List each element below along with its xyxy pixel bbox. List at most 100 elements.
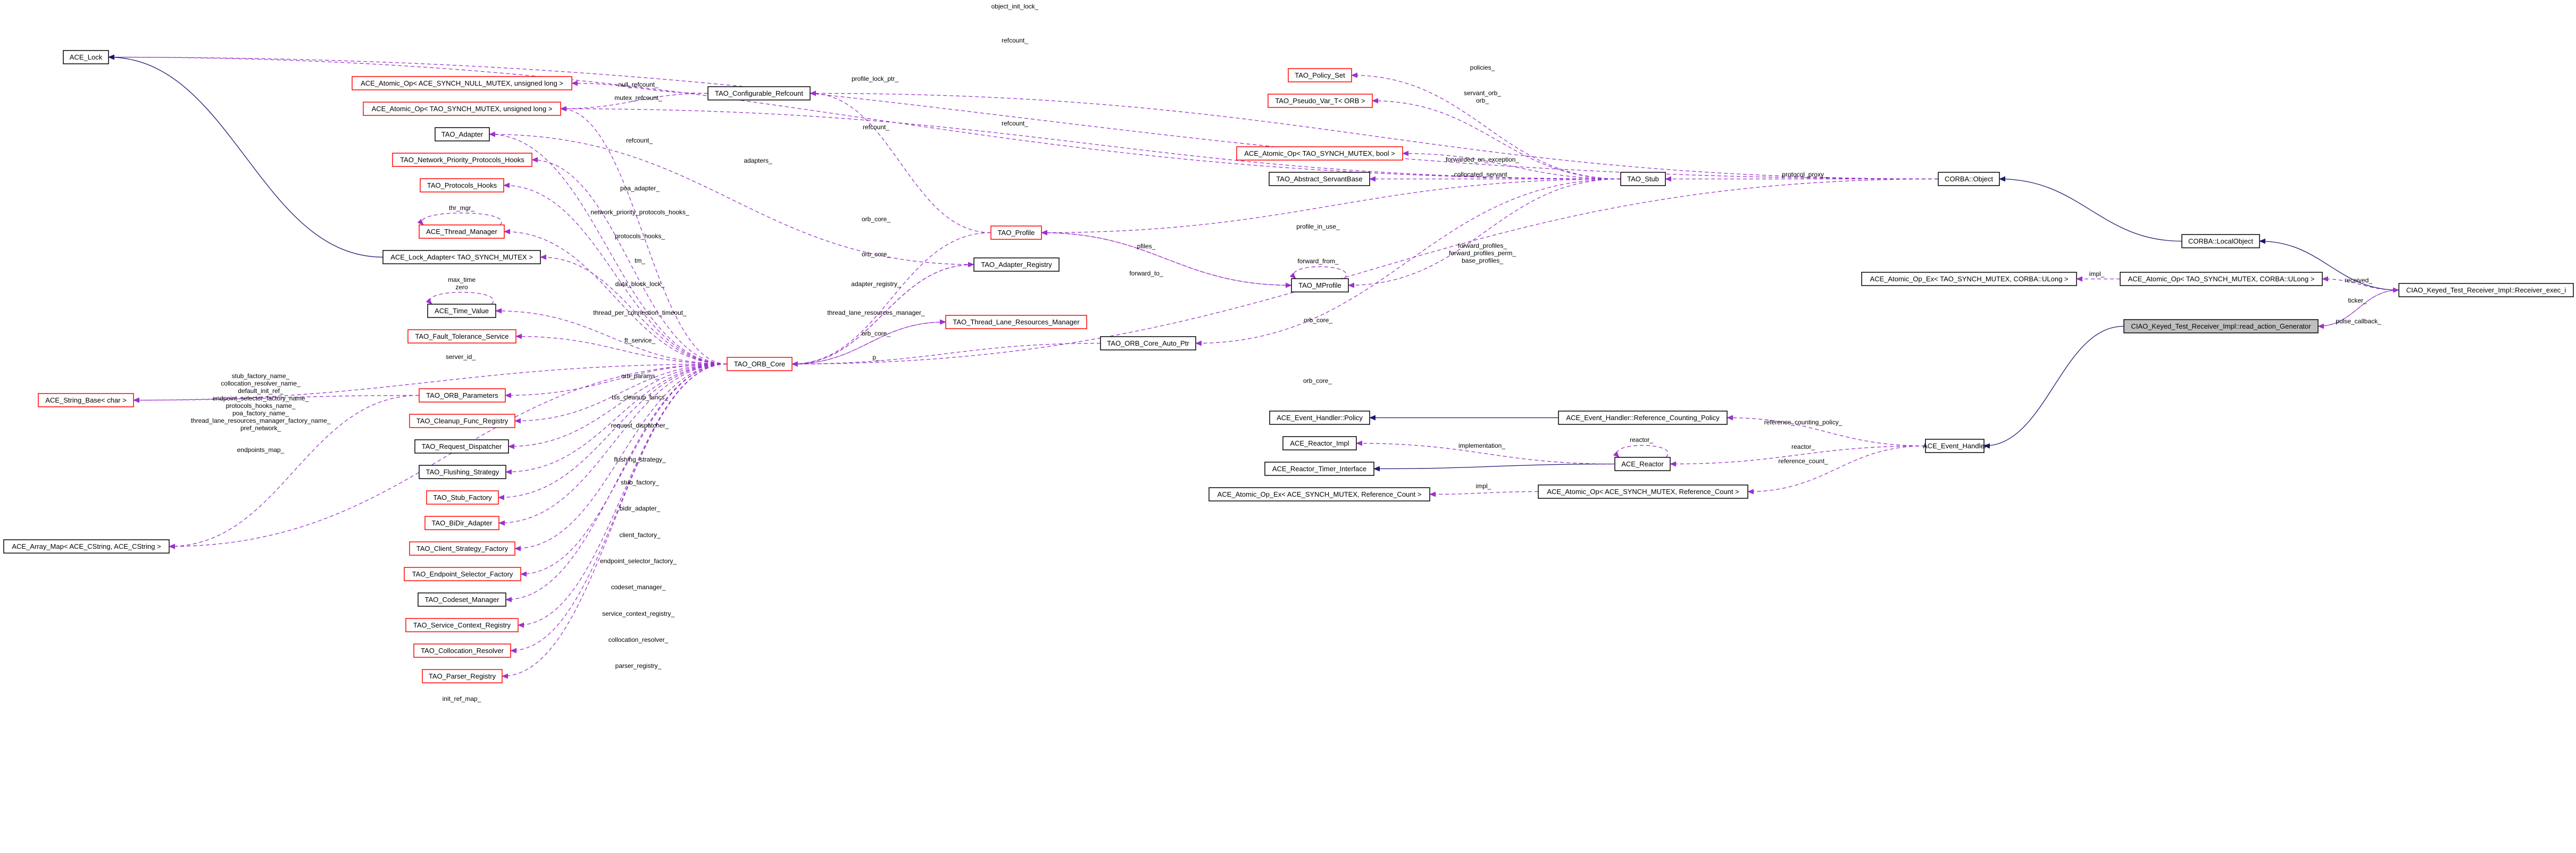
edge-label: poa_adapter_ [620, 185, 660, 192]
class-node-label: CORBA::Object [1945, 175, 1993, 183]
class-node[interactable]: ACE_Atomic_Op< ACE_SYNCH_NULL_MUTEX, uns… [352, 76, 572, 90]
class-node[interactable]: ACE_Event_Handler [1923, 439, 1987, 453]
member-edge [560, 106, 728, 365]
class-node[interactable]: TAO_Profile [990, 225, 1042, 240]
class-node[interactable]: ACE_Atomic_Op< ACE_SYNCH_MUTEX, Referenc… [1538, 484, 1748, 499]
class-node-label: TAO_Request_Dispatcher [422, 442, 502, 450]
class-node[interactable]: TAO_ORB_Core_Auto_Ptr [1100, 336, 1196, 350]
class-node[interactable]: ACE_String_Base< char > [38, 393, 134, 407]
class-node[interactable]: TAO_Service_Context_Registry [405, 618, 519, 632]
edge-label: impl_ [1476, 482, 1491, 490]
class-node-label: TAO_Endpoint_Selector_Factory [412, 570, 513, 578]
class-node[interactable]: ACE_Atomic_Op_Ex< ACE_SYNCH_MUTEX, Refer… [1208, 487, 1430, 501]
class-node[interactable]: TAO_Thread_Lane_Resources_Manager [945, 315, 1087, 329]
member-edge [503, 182, 728, 365]
class-node[interactable]: TAO_Flushing_Strategy [419, 465, 506, 479]
member-edge [515, 333, 728, 365]
member-edge [791, 319, 946, 365]
class-node-box [1558, 411, 1728, 425]
edge-label: network_priority_protocols_hooks_ [590, 208, 689, 216]
class-node[interactable]: TAO_Pseudo_Var_T< ORB > [1268, 94, 1373, 108]
member-edge [1356, 440, 1615, 465]
class-node[interactable]: CIAO_Keyed_Test_Receiver_Impl::Receiver_… [2398, 283, 2574, 297]
class-node-label: TAO_Protocols_Hooks [427, 181, 497, 189]
class-node-label: TAO_Stub [1627, 175, 1659, 183]
class-node[interactable]: TAO_BiDir_Adapter [424, 516, 499, 530]
edge-label: protocol_proxy_ [1782, 171, 1828, 178]
member-edge [514, 363, 728, 424]
class-node[interactable]: TAO_Stub [1620, 172, 1666, 186]
class-node[interactable]: ACE_Atomic_Op< TAO_SYNCH_MUTEX, bool > [1236, 146, 1403, 161]
class-node-box [707, 86, 811, 101]
class-node[interactable]: TAO_Fault_Tolerance_Service [407, 329, 516, 344]
class-node[interactable]: ACE_Array_Map< ACE_CString, ACE_CString … [3, 539, 170, 554]
class-node[interactable]: TAO_Request_Dispatcher [414, 439, 509, 454]
member-edge [571, 80, 708, 94]
class-node[interactable]: TAO_Adapter [435, 127, 490, 141]
class-node[interactable]: TAO_ORB_Core [727, 357, 793, 371]
class-node[interactable]: TAO_Adapter_Registry [973, 257, 1060, 272]
class-node[interactable]: ACE_Lock [63, 50, 109, 64]
edge-label: orb_core_ [862, 215, 890, 223]
class-node-box [409, 541, 515, 556]
edge-label: adapters_ [744, 157, 772, 164]
class-node-label: ACE_Event_Handler::Reference_Counting_Po… [1566, 414, 1720, 422]
class-node[interactable]: ACE_Time_Value [427, 304, 496, 318]
class-node[interactable]: TAO_Stub_Factory [426, 490, 499, 505]
class-node-box [392, 153, 532, 167]
class-node-box [420, 178, 504, 193]
class-node[interactable]: ACE_Reactor [1614, 457, 1671, 471]
class-node[interactable]: ACE_Reactor_Timer_Interface [1264, 462, 1374, 476]
edge-label: ft_service_ [624, 337, 655, 344]
class-node[interactable]: CIAO_Keyed_Test_Receiver_Impl::read_acti… [2123, 319, 2319, 333]
edge-label: orb_core_ [1303, 377, 1332, 384]
class-node-box [1538, 484, 1748, 499]
member-edge [791, 321, 946, 367]
class-node[interactable]: TAO_Endpoint_Selector_Factory [404, 567, 521, 581]
class-node[interactable]: ACE_Reactor_Impl [1282, 436, 1357, 450]
edge-label: bidir_adapter_ [620, 505, 661, 512]
class-node[interactable]: ACE_Atomic_Op< TAO_SYNCH_MUTEX, CORBA::U… [2120, 272, 2323, 286]
class-node[interactable]: TAO_Policy_Set [1288, 68, 1352, 82]
member-edge [1372, 98, 1621, 180]
class-node-label: TAO_Configurable_Refcount [715, 89, 803, 97]
class-node[interactable]: TAO_Collocation_Resolver [413, 643, 511, 658]
class-node-box [363, 102, 561, 116]
class-node-box [38, 393, 134, 407]
member-edge [1041, 232, 1292, 288]
class-node[interactable]: TAO_Network_Priority_Protocols_Hooks [392, 153, 532, 167]
class-node-box [419, 388, 506, 403]
class-node[interactable]: TAO_Protocols_Hooks [420, 178, 504, 193]
class-node[interactable]: ACE_Atomic_Op_Ex< TAO_SYNCH_MUTEX, CORBA… [1861, 272, 2077, 286]
class-node-label: ACE_Array_Map< ACE_CString, ACE_CString … [12, 542, 161, 550]
class-node[interactable]: TAO_Codeset_Manager [418, 592, 506, 607]
class-node-box [435, 127, 490, 141]
class-node[interactable]: TAO_MProfile [1291, 278, 1349, 292]
edge-label: data_block_lock_ [615, 280, 665, 288]
class-node[interactable]: TAO_Abstract_ServantBase [1269, 172, 1370, 186]
class-node[interactable]: ACE_Lock_Adapter< TAO_SYNCH_MUTEX > [382, 250, 541, 264]
edge-label: flushing_strategy_ [614, 456, 666, 463]
class-node-label: ACE_Event_Handler [1923, 442, 1987, 450]
class-node[interactable]: TAO_Cleanup_Func_Registry [409, 414, 515, 428]
edge-label: refcount_ [863, 123, 889, 131]
class-node[interactable]: TAO_Parser_Registry [422, 669, 503, 683]
class-node[interactable]: ACE_Event_Handler::Policy [1269, 411, 1370, 425]
class-node[interactable]: ACE_Event_Handler::Reference_Counting_Po… [1558, 411, 1728, 425]
class-node[interactable]: TAO_Client_Strategy_Factory [409, 541, 515, 556]
class-node[interactable]: CORBA::LocalObject [2181, 234, 2260, 248]
class-node[interactable]: CORBA::Object [1938, 172, 2000, 186]
edge-label: service_context_registry_ [602, 610, 674, 617]
class-node-box [407, 329, 516, 344]
edge-label: thr_mgr_ [449, 204, 474, 212]
member-edge [1429, 491, 1539, 497]
edge-label: reference_counting_policy_ [1764, 419, 1843, 426]
edge-label: tss_cleanup_funcs_ [612, 394, 668, 401]
class-node[interactable]: ACE_Atomic_Op< TAO_SYNCH_MUTEX, unsigned… [363, 102, 561, 116]
edge-label: refcount_ [1002, 37, 1028, 44]
edge-label: forward_profiles_perm_ [1449, 249, 1516, 257]
class-node[interactable]: ACE_Thread_Manager [419, 224, 505, 239]
class-node-label: ACE_Reactor_Impl [1290, 439, 1349, 447]
class-node[interactable]: TAO_ORB_Parameters [419, 388, 506, 403]
class-node[interactable]: TAO_Configurable_Refcount [707, 86, 811, 101]
